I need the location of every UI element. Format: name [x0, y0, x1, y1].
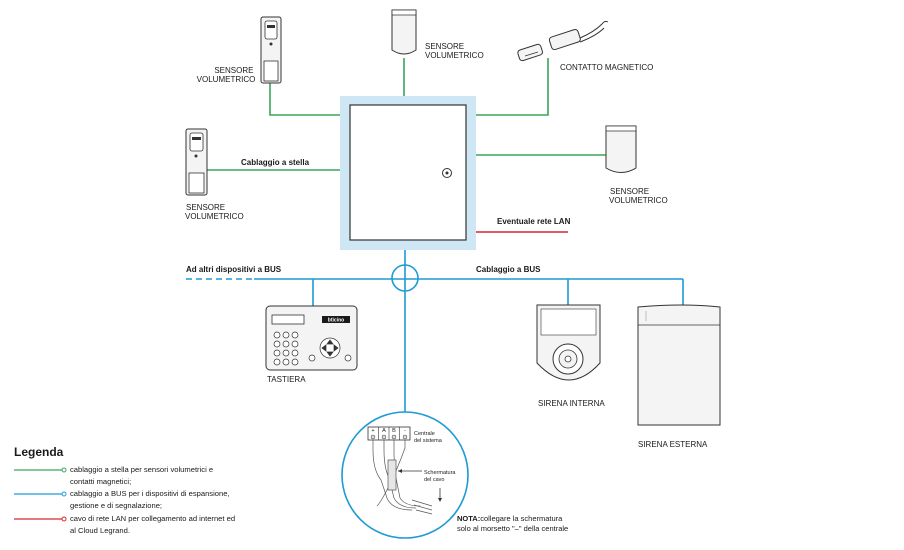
wire-magnetic-contact	[466, 58, 549, 116]
keypad-nav-pad	[308, 337, 352, 362]
external-siren	[637, 304, 721, 426]
terminal-plus: +	[371, 428, 374, 434]
sensor-right	[605, 125, 637, 173]
lan-label: Eventuale rete LAN	[497, 217, 571, 226]
legend-bus-text: cablaggio a BUS per i dispositivi di esp…	[70, 489, 232, 510]
installation-note: NOTA:collegare la schermatura solo al mo…	[457, 514, 568, 533]
sensor-top-left	[260, 16, 282, 84]
magnetic-contact-label: CONTATTO MAGNETICO	[560, 63, 653, 72]
terminal-a: A	[382, 428, 386, 434]
sensor-top-left-label: SENSORE VOLUMETRICO	[197, 66, 256, 84]
sensor-top-center-label: SENSORE VOLUMETRICO	[425, 42, 484, 60]
sensor-mid-left-label: SENSORE VOLUMETRICO	[185, 203, 244, 221]
terminal-block: + A B -	[367, 426, 411, 441]
keypad-label: TASTIERA	[267, 375, 306, 384]
shield-arrow-head	[398, 469, 402, 473]
detail-circle	[341, 411, 469, 539]
keypad-display	[271, 314, 305, 325]
bus-junction-circle	[391, 264, 419, 292]
legend: Legenda cablaggio a stella per sensori v…	[14, 445, 237, 535]
panel-note: Centrale del sistema	[414, 431, 443, 444]
wire-sensor-top-left	[269, 83, 350, 116]
sensor-top-center	[391, 9, 417, 55]
control-panel	[340, 96, 476, 250]
shield-pointer-head	[438, 498, 442, 502]
star-wiring-label: Cablaggio a stella	[241, 158, 310, 167]
star-wiring-lines	[207, 58, 606, 171]
keypad-keys	[273, 331, 299, 366]
terminal-minus: -	[404, 428, 406, 434]
other-devices-bus-label: Ad altri dispositivi a BUS	[186, 265, 282, 274]
internal-siren	[536, 304, 601, 381]
sensor-right-label: SENSORE VOLUMETRICO	[609, 187, 668, 205]
panel-lock-dot	[445, 171, 449, 175]
bus-wiring-label: Cablaggio a BUS	[476, 265, 541, 274]
keypad-brand: bticino	[328, 318, 344, 324]
legend-star-text: cablaggio a stella per sensori volumetri…	[70, 465, 215, 486]
magnetic-contact	[517, 20, 609, 62]
terminal-b: B	[392, 428, 396, 434]
keypad-brand-plate	[322, 316, 350, 323]
legend-item-lan: cavo di rete LAN per collegamento ad int…	[14, 514, 237, 535]
bus-wiring-lines	[186, 240, 684, 539]
sensor-mid-left	[185, 128, 208, 196]
legend-item-star: cablaggio a stella per sensori volumetri…	[14, 465, 215, 486]
detail-wires	[372, 440, 433, 515]
legend-title: Legenda	[14, 445, 64, 459]
internal-siren-label: SIRENA INTERNA	[538, 399, 605, 408]
external-siren-label: SIRENA ESTERNA	[638, 440, 708, 449]
shield-note: Schermatura del cavo	[424, 470, 457, 483]
legend-item-bus: cablaggio a BUS per i dispositivi di esp…	[14, 489, 232, 510]
keypad: bticino	[265, 305, 358, 371]
legend-lan-text: cavo di rete LAN per collegamento ad int…	[70, 514, 237, 535]
